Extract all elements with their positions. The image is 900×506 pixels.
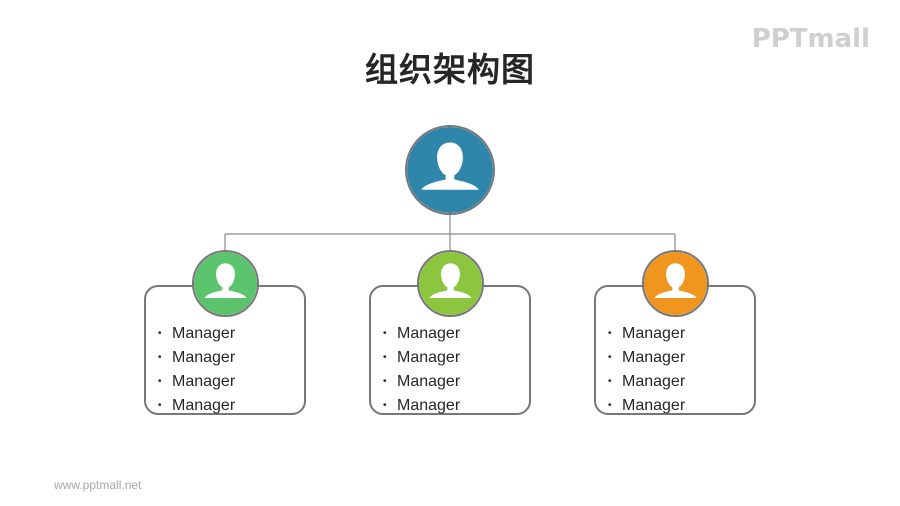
list-item: •Manager [158, 349, 236, 366]
person-icon [644, 252, 707, 315]
list-item-label: Manager [172, 373, 236, 390]
list-item-label: Manager [397, 325, 461, 342]
group-node-2 [417, 250, 484, 317]
list-item-label: Manager [622, 325, 686, 342]
list-item: •Manager [608, 373, 686, 390]
list-item-label: Manager [172, 349, 236, 366]
person-silhouette [429, 263, 472, 298]
person-silhouette [654, 263, 697, 298]
brand-logo: PPTmall [751, 24, 870, 54]
footer-url: www.pptmall.net [54, 478, 142, 492]
list-item-label: Manager [622, 397, 686, 414]
group-card-1: •Manager •Manager •Manager •Manager [144, 285, 306, 415]
list-item-label: Manager [172, 397, 236, 414]
group-node-3 [642, 250, 709, 317]
list-item-label: Manager [397, 397, 461, 414]
person-icon [407, 127, 493, 213]
list-item: •Manager [608, 349, 686, 366]
group-node-1 [192, 250, 259, 317]
person-silhouette [204, 263, 247, 298]
manager-list: •Manager •Manager •Manager •Manager [158, 322, 235, 418]
list-item: •Manager [608, 325, 686, 342]
list-item-label: Manager [172, 325, 236, 342]
list-item: •Manager [383, 325, 461, 342]
list-item-label: Manager [397, 373, 461, 390]
manager-list: •Manager •Manager •Manager •Manager [383, 322, 460, 418]
root-node [405, 125, 495, 215]
list-item: •Manager [158, 397, 236, 414]
list-item: •Manager [158, 325, 236, 342]
list-item: •Manager [383, 397, 461, 414]
person-silhouette [421, 142, 479, 190]
list-item-label: Manager [622, 349, 686, 366]
list-item-label: Manager [397, 349, 461, 366]
list-item-label: Manager [622, 373, 686, 390]
person-icon [194, 252, 257, 315]
person-icon [419, 252, 482, 315]
manager-list: •Manager •Manager •Manager •Manager [608, 322, 685, 418]
list-item: •Manager [608, 397, 686, 414]
list-item: •Manager [383, 373, 461, 390]
page-title: 组织架构图 [365, 50, 535, 89]
list-item: •Manager [383, 349, 461, 366]
list-item: •Manager [158, 373, 236, 390]
